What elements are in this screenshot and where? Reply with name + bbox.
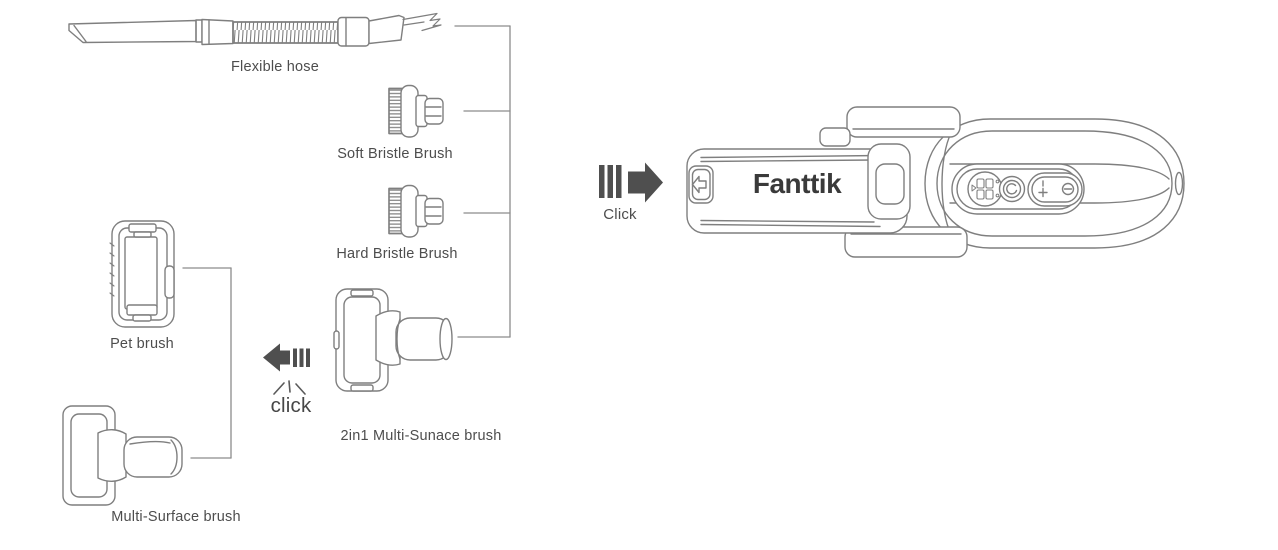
pet-brush-label: Pet brush <box>110 336 174 352</box>
bracket-left <box>183 268 231 458</box>
hard-bristle-brush-label: Hard Bristle Brush <box>336 246 458 262</box>
battery-display <box>968 172 1002 206</box>
2in1-multi-surface-brush-drawing <box>334 289 452 391</box>
hinge-tabs <box>820 107 967 257</box>
click-right-label: Click <box>603 206 637 223</box>
flexible-hose-drawing <box>69 14 441 47</box>
pet-brush-drawing <box>110 221 174 327</box>
power-button <box>1000 177 1025 202</box>
click-left-icon <box>263 343 310 372</box>
speed-rocker <box>1028 173 1082 206</box>
arrow-left-icon <box>693 177 707 193</box>
flexible-hose-label: Flexible hose <box>230 59 320 75</box>
fanttik-logo: Fanttik <box>752 168 842 199</box>
hose-clip-detail <box>403 14 441 31</box>
click-right-icon <box>599 162 663 203</box>
pet-brush-ticks <box>110 243 114 296</box>
soft-bristle-brush-label: Soft Bristle Brush <box>337 146 453 162</box>
soft-bristle-brush-drawing <box>389 86 443 138</box>
multi-surface-brush-drawing <box>63 406 182 505</box>
click-left-emphasis-marks <box>274 381 305 394</box>
vacuum-handle <box>687 144 910 233</box>
2in1-brush-label: 2in1 Multi-Sunace brush <box>340 428 502 444</box>
vacuum-device-drawing <box>687 107 1184 257</box>
multi-surface-brush-label: Multi-Surface brush <box>111 509 241 525</box>
release-button <box>689 166 713 203</box>
vacuum-control-panel <box>952 164 1084 214</box>
click-left-label: click <box>270 394 312 417</box>
hard-bristle-brush-drawing <box>388 184 444 238</box>
bracket-right <box>455 26 510 337</box>
